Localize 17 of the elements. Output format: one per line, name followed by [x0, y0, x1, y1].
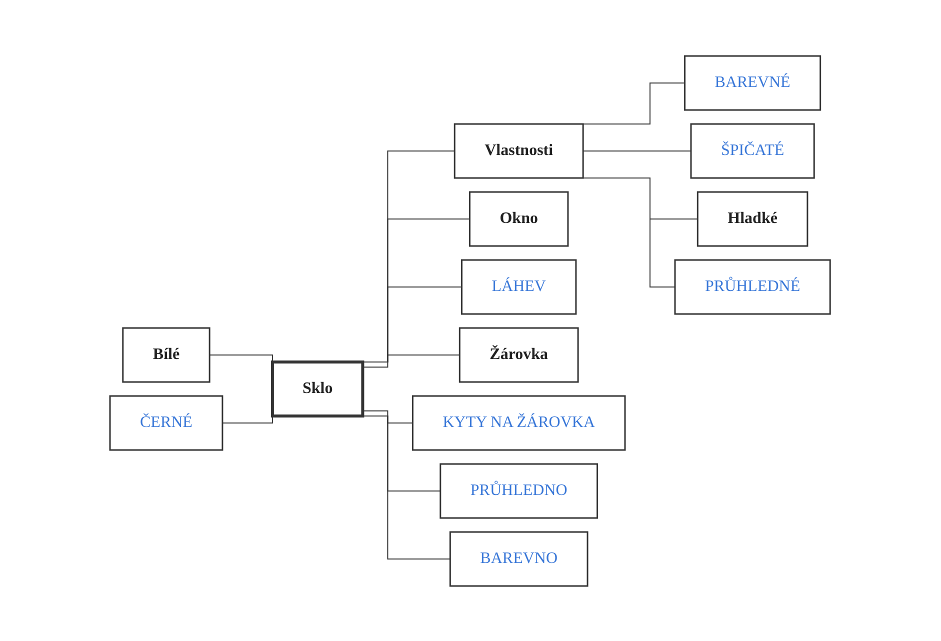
node-box: BAREVNO — [450, 530, 589, 586]
node-box: BAREVNÉ — [684, 54, 822, 110]
node-box: PRŮHLEDNÉ — [674, 258, 832, 314]
node-box: ŠPIČATÉ — [690, 122, 816, 178]
node-box: Žárovka — [459, 326, 580, 382]
node-box: KYTY NA ŽÁROVKA — [412, 394, 626, 450]
node-box: ČERNÉ — [110, 394, 224, 450]
connector — [583, 150, 692, 151]
node-box: Bílé — [122, 326, 211, 382]
connector — [362, 354, 461, 368]
node-box: LÁHEV — [461, 258, 578, 314]
node-box: Hladké — [697, 190, 809, 246]
node-box: Sklo — [271, 360, 365, 417]
node-box: Vlastnosti — [454, 122, 584, 178]
node-box: PRŮHLEDNO — [440, 462, 598, 518]
node-box: Okno — [469, 190, 570, 246]
connector — [362, 410, 414, 423]
